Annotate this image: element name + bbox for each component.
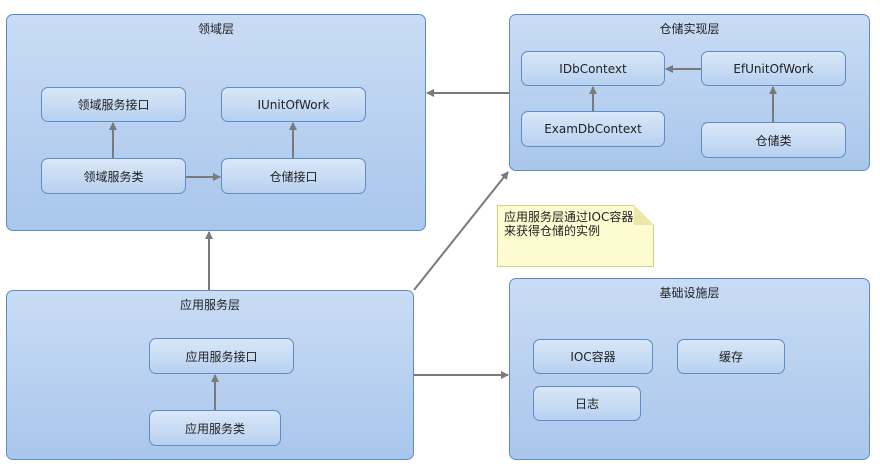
- domain-service-class-box: 领域服务类: [41, 158, 186, 194]
- arrow-application-to-repo-impl: [413, 171, 509, 291]
- domain-layer-title: 领域层: [197, 22, 234, 36]
- idbcontext-box: IDbContext: [521, 51, 665, 86]
- log-box: 日志: [533, 386, 641, 421]
- domain-layer: 领域层: [6, 14, 426, 231]
- note-line-2: 来获得仓储的实例: [504, 224, 601, 238]
- app-service-interface-box: 应用服务接口: [149, 338, 294, 374]
- application-layer-title: 应用服务层: [179, 298, 240, 312]
- iunitofwork-box: IUnitOfWork: [221, 87, 366, 122]
- ioc-container-box: IOC容器: [533, 339, 653, 374]
- examdbcontext-box: ExamDbContext: [521, 111, 665, 147]
- repository-class-box: 仓储类: [701, 122, 846, 158]
- note-line-1: 应用服务层通过IOC容器: [504, 210, 634, 224]
- app-service-class-box: 应用服务类: [149, 410, 281, 446]
- infrastructure-layer-title: 基础设施层: [659, 286, 720, 300]
- cache-box: 缓存: [677, 339, 785, 374]
- annotation-note: 应用服务层通过IOC容器 来获得仓储的实例: [497, 205, 654, 267]
- repository-impl-layer-title: 仓储实现层: [659, 22, 720, 36]
- efunitofwork-box: EfUnitOfWork: [701, 51, 846, 86]
- repository-interface-box: 仓储接口: [221, 158, 366, 194]
- domain-service-interface-box: 领域服务接口: [41, 87, 186, 122]
